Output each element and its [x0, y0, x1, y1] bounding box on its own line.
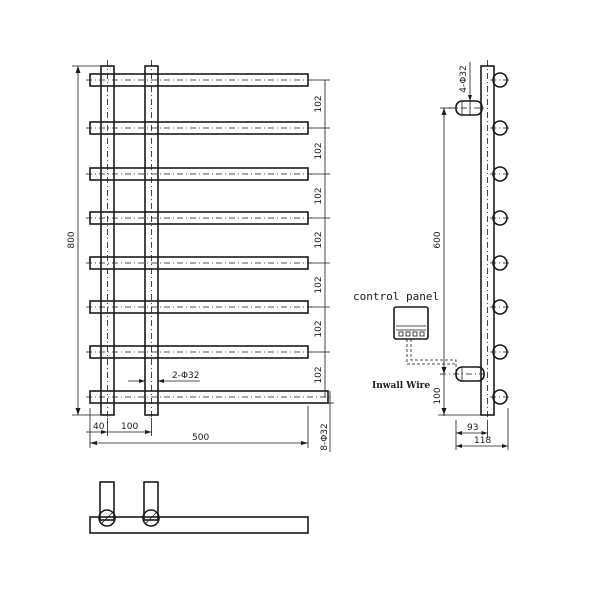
dim-spacing-label: 102	[314, 95, 324, 112]
dim-depth: 93 118	[455, 408, 509, 450]
dim-pipe-label: 4-Φ32	[459, 65, 469, 93]
dim-span-label: 600	[433, 231, 443, 248]
dim-spacing-label: 102	[314, 142, 324, 159]
front-view: 800 102 102 102 102 102 102 102 2-Φ3	[67, 60, 334, 452]
dim-tube-label: 2-Φ32	[172, 371, 200, 381]
top-post-circle	[142, 509, 160, 527]
dim-bar-diameter: 8-Φ32	[318, 391, 334, 452]
dim-span: 600	[433, 107, 456, 374]
dim-bar-diameter-label: 8-Φ32	[320, 423, 330, 451]
side-view: 4-Φ32 600 100 93	[353, 60, 510, 450]
dim-spacing: 102 102 102 102 102 102 102	[310, 79, 330, 397]
dim-spacing-label: 102	[314, 276, 324, 293]
control-panel-label: control panel	[353, 290, 439, 303]
top-view	[89, 481, 309, 534]
dim-bottom-small: 40 100	[86, 408, 152, 448]
dim-pipe: 4-Φ32	[459, 62, 474, 116]
dim-height: 800	[67, 65, 100, 416]
top-bar	[89, 516, 309, 534]
dim-height-label: 800	[67, 231, 77, 248]
bar-end-circles	[490, 72, 510, 405]
dim-post-gap-label: 100	[121, 422, 138, 432]
dim-width-label: 500	[192, 433, 209, 443]
horizontal-bars	[86, 73, 332, 404]
dim-bottom: 100	[433, 374, 481, 416]
dim-spacing-label: 102	[314, 187, 324, 204]
control-panel: control panel Inwall Wire	[353, 290, 457, 391]
bottom-wall-pipe	[440, 366, 486, 382]
dim-spacing-label: 102	[314, 366, 324, 383]
dim-spacing-label: 102	[314, 231, 324, 248]
dim-bottom-label: 100	[433, 387, 443, 404]
top-post-circle	[98, 509, 116, 527]
dim-spacing-label: 102	[314, 320, 324, 337]
dim-tube-callout: 2-Φ32	[128, 371, 200, 383]
dim-depth-outer-label: 118	[474, 436, 491, 446]
dim-depth-inner-label: 93	[467, 423, 478, 433]
top-post-right	[143, 481, 159, 521]
dim-width: 500	[90, 406, 309, 448]
top-post-left	[99, 481, 115, 521]
dim-offset-label: 40	[93, 422, 105, 432]
inwall-wire-label: Inwall Wire	[372, 381, 430, 391]
